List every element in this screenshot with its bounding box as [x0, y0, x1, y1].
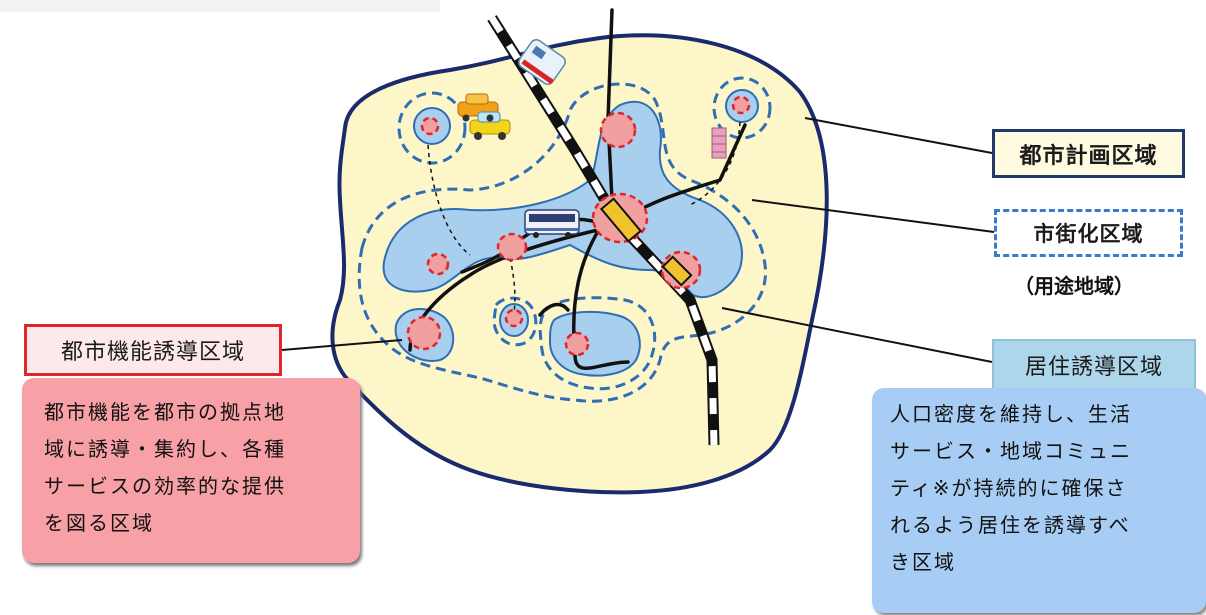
train-icon	[518, 39, 566, 85]
residential-description: 人口密度を維持し、生活 サービス・地域コミュニ ティ※が持続的に確保さ れるよう…	[872, 388, 1206, 613]
urbanization-area-label: 市街化区域	[994, 209, 1183, 257]
city-planning-area-shape	[330, 33, 829, 495]
car-icon	[457, 93, 511, 140]
feeder-links	[427, 121, 741, 313]
leader-lines	[281, 117, 995, 363]
land-use-zone-label: （用途地域）	[1014, 274, 1134, 298]
building-icon	[711, 127, 727, 159]
urban-function-area-label: 都市機能誘導区域	[24, 324, 282, 376]
railway	[487, 15, 720, 446]
bus-icon	[524, 209, 580, 238]
stations	[599, 197, 693, 287]
header-band	[0, 0, 440, 12]
urban-function-description: 都市機能を都市の拠点地 域に誘導・集約し、各種 サービスの効率的な提供 を図る区…	[22, 378, 360, 563]
city-planning-area-label: 都市計画区域	[992, 129, 1185, 178]
residential-area-label: 居住誘導区域	[992, 339, 1196, 390]
